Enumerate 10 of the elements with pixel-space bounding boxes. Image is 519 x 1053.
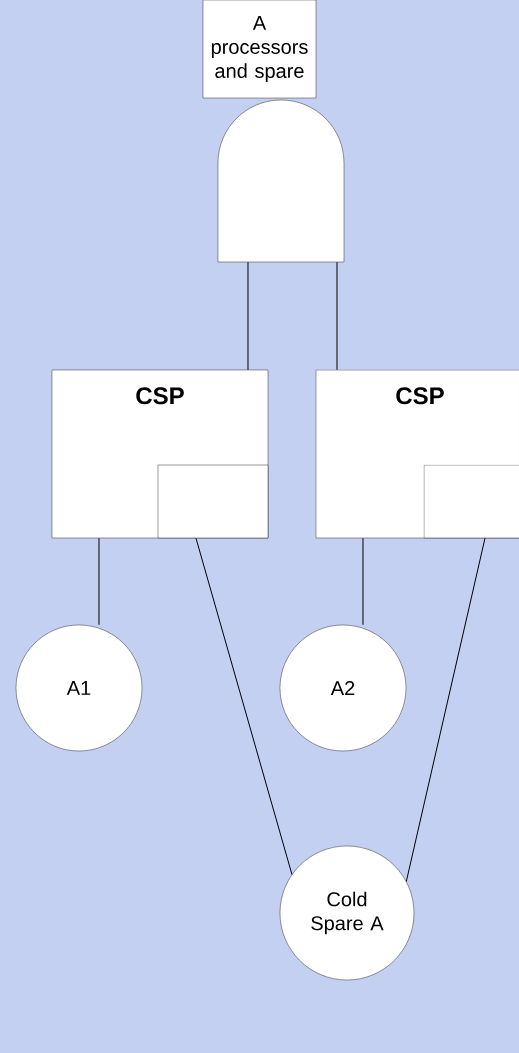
connector-line — [405, 537, 486, 882]
connector-line — [98, 537, 100, 626]
event-box: A processors and spare — [202, 0, 317, 99]
connector-line — [195, 537, 293, 875]
connector-line — [336, 261, 338, 371]
connector-line — [362, 537, 364, 626]
connector-line — [247, 261, 249, 371]
sub-box — [157, 464, 269, 539]
sub-box — [423, 464, 519, 539]
and-gate — [217, 99, 345, 263]
